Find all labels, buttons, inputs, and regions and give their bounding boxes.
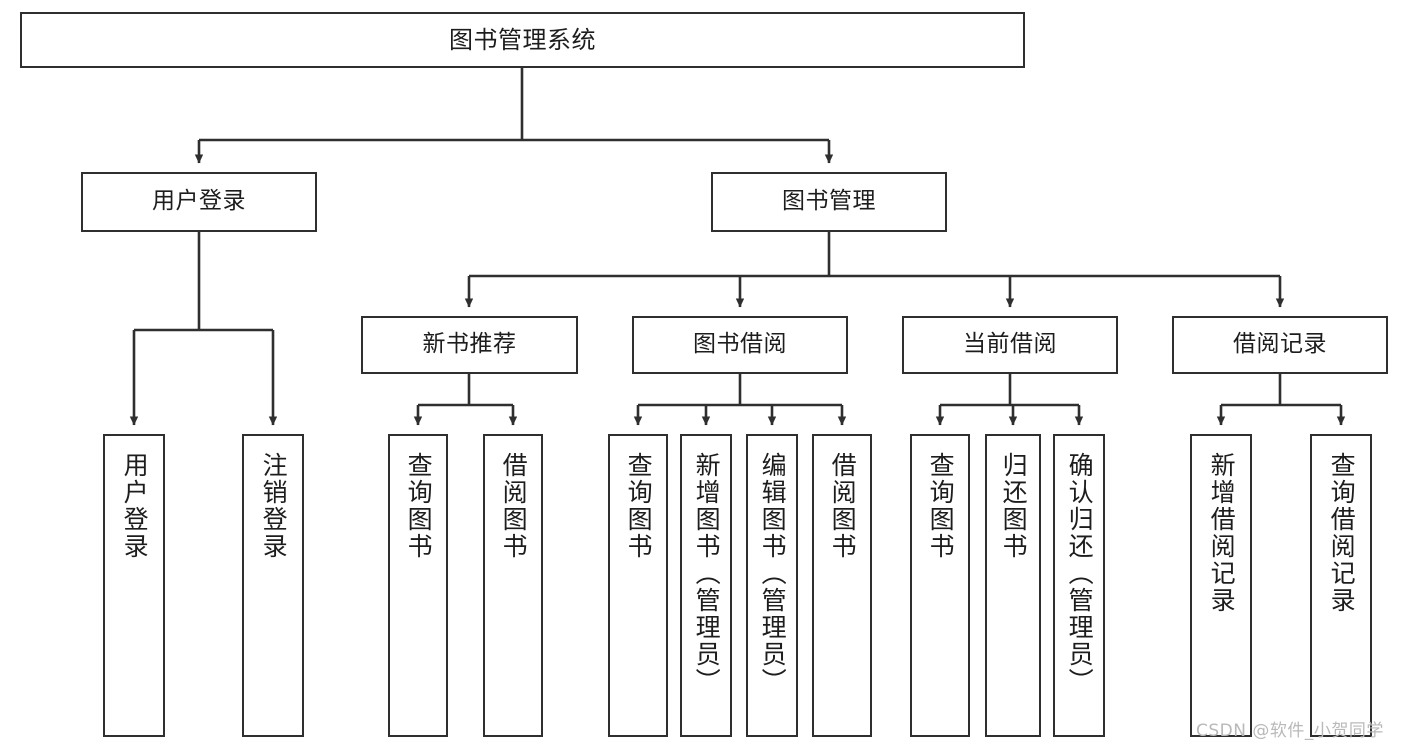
node-label: 新增借阅记录: [1207, 452, 1237, 614]
node-label: 用户登录: [120, 452, 150, 560]
node-label: 借阅记录: [1233, 331, 1327, 358]
node-label: 新增图书（管理员）: [692, 452, 722, 695]
node-leaf-borrow-book-2[interactable]: 借阅图书: [812, 434, 872, 737]
node-label: 图书管理: [782, 188, 876, 215]
node-label: 图书借阅: [693, 331, 787, 358]
node-leaf-confirm-return[interactable]: 确认归还（管理员）: [1053, 434, 1105, 737]
node-leaf-user-logout[interactable]: 注销登录: [242, 434, 304, 737]
node-label: 当前借阅: [963, 331, 1057, 358]
node-label: 查询借阅记录: [1327, 452, 1357, 614]
csdn-watermark: CSDN @软件_小贺同学: [1196, 721, 1384, 741]
node-new-book-recommend[interactable]: 新书推荐: [361, 316, 578, 374]
node-leaf-add-record[interactable]: 新增借阅记录: [1190, 434, 1252, 737]
node-label: 归还图书: [999, 452, 1029, 560]
node-borrow-record[interactable]: 借阅记录: [1172, 316, 1388, 374]
node-leaf-edit-book[interactable]: 编辑图书（管理员）: [746, 434, 798, 737]
node-label: 借阅图书: [499, 452, 529, 560]
node-leaf-query-book-1[interactable]: 查询图书: [388, 434, 448, 737]
node-leaf-return-book[interactable]: 归还图书: [985, 434, 1041, 737]
node-root-system[interactable]: 图书管理系统: [20, 12, 1025, 68]
node-book-borrow[interactable]: 图书借阅: [632, 316, 848, 374]
node-current-borrow[interactable]: 当前借阅: [902, 316, 1118, 374]
node-book-management[interactable]: 图书管理: [711, 172, 947, 232]
node-label: 注销登录: [259, 452, 289, 560]
node-label: 查询图书: [404, 452, 434, 560]
node-label: 查询图书: [926, 452, 956, 560]
node-label: 查询图书: [624, 452, 654, 560]
node-label: 新书推荐: [422, 331, 517, 358]
node-label: 图书管理系统: [449, 25, 596, 54]
node-leaf-user-login[interactable]: 用户登录: [103, 434, 165, 737]
node-label: 确认归还（管理员）: [1065, 452, 1095, 695]
node-label: 用户登录: [152, 188, 246, 215]
node-leaf-query-book-2[interactable]: 查询图书: [608, 434, 668, 737]
node-user-login[interactable]: 用户登录: [81, 172, 317, 232]
node-leaf-query-record[interactable]: 查询借阅记录: [1310, 434, 1372, 737]
node-leaf-add-book[interactable]: 新增图书（管理员）: [680, 434, 732, 737]
node-label: 编辑图书（管理员）: [758, 452, 788, 695]
node-leaf-borrow-book-1[interactable]: 借阅图书: [483, 434, 543, 737]
node-leaf-query-book-3[interactable]: 查询图书: [910, 434, 970, 737]
node-label: 借阅图书: [828, 452, 858, 560]
